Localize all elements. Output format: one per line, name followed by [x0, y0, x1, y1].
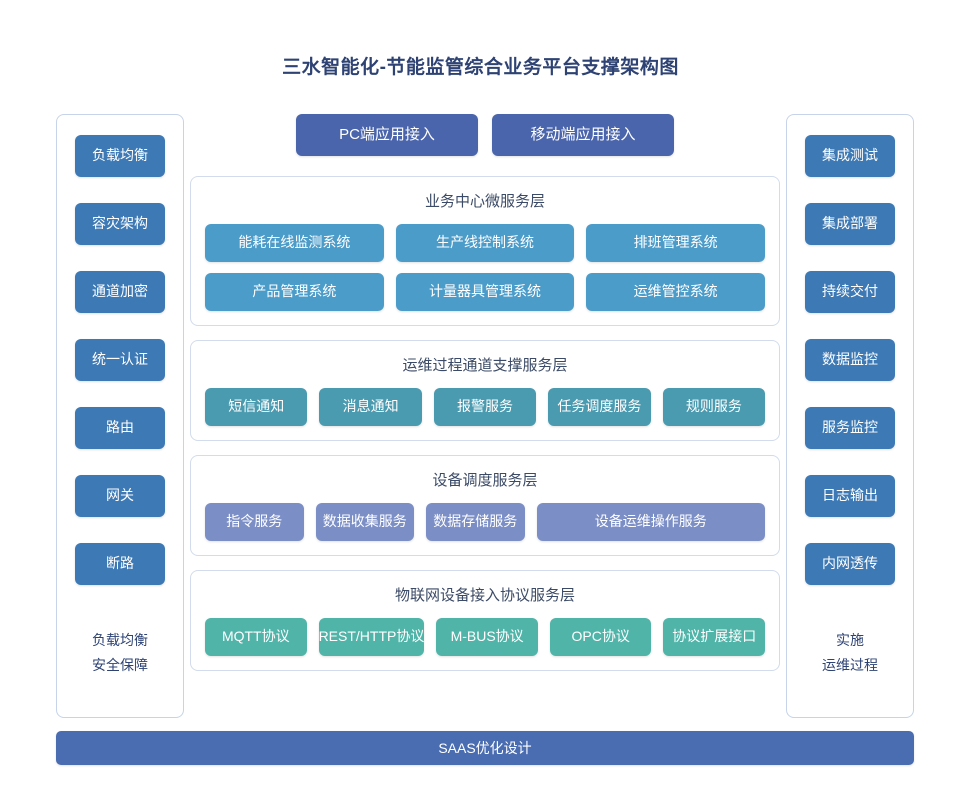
layer-business-microservice: 业务中心微服务层 能耗在线监测系统 生产线控制系统 排班管理系统 产品管理系统 …: [190, 176, 780, 326]
service-data-collection[interactable]: 数据收集服务: [315, 503, 414, 541]
sidebar-right-item-3[interactable]: 数据监控: [805, 339, 895, 381]
sidebar-right-footer-line1: 实施: [836, 632, 864, 648]
sidebar-right-item-6[interactable]: 内网透传: [805, 543, 895, 585]
service-production-line-control[interactable]: 生产线控制系统: [395, 224, 575, 262]
service-ops-control[interactable]: 运维管控系统: [586, 273, 766, 311]
protocol-mqtt[interactable]: MQTT协议: [205, 618, 307, 656]
layer-ops-channel-support: 运维过程通道支撑服务层 短信通知 消息通知 报警服务 任务调度服务 规则服务: [190, 340, 780, 441]
service-task-scheduling[interactable]: 任务调度服务: [548, 388, 651, 426]
application-access-row: PC端应用接入 移动端应用接入: [190, 114, 780, 156]
sidebar-left-item-3[interactable]: 统一认证: [75, 339, 165, 381]
sidebar-left-footer-line2: 安全保障: [92, 656, 148, 673]
access-pc-button[interactable]: PC端应用接入: [296, 114, 478, 156]
layer-device-row-0: 指令服务 数据收集服务 数据存储服务 设备运维操作服务: [205, 503, 766, 541]
protocol-rest-http[interactable]: REST/HTTP协议: [318, 618, 425, 656]
layer-title-ops: 运维过程通道支撑服务层: [402, 357, 568, 374]
sidebar-left-item-4[interactable]: 路由: [75, 407, 165, 449]
protocol-opc[interactable]: OPC协议: [549, 618, 652, 656]
layer-business-row-0: 能耗在线监测系统 生产线控制系统 排班管理系统: [205, 224, 766, 262]
protocol-extension-interface[interactable]: 协议扩展接口: [663, 618, 766, 656]
center-stack: PC端应用接入 移动端应用接入 业务中心微服务层 能耗在线监测系统 生产线控制系…: [190, 114, 780, 685]
sidebar-right-item-2[interactable]: 持续交付: [805, 271, 895, 313]
layer-ops-row-0: 短信通知 消息通知 报警服务 任务调度服务 规则服务: [205, 388, 766, 426]
layer-business-row-1: 产品管理系统 计量器具管理系统 运维管控系统: [205, 273, 766, 311]
sidebar-left-footer-line1: 负载均衡: [92, 632, 148, 648]
service-alarm[interactable]: 报警服务: [433, 388, 537, 426]
sidebar-right: 集成测试 集成部署 持续交付 数据监控 服务监控 日志输出 内网透传 实施 运维…: [786, 114, 914, 718]
sidebar-right-item-5[interactable]: 日志输出: [805, 475, 895, 517]
sidebar-right-item-4[interactable]: 服务监控: [805, 407, 895, 449]
sidebar-left-item-1[interactable]: 容灾架构: [75, 203, 165, 245]
page-title: 三水智能化-节能监管综合业务平台支撑架构图: [282, 57, 679, 78]
access-mobile-button[interactable]: 移动端应用接入: [492, 114, 674, 156]
service-command[interactable]: 指令服务: [205, 503, 304, 541]
layer-device-scheduling: 设备调度服务层 指令服务 数据收集服务 数据存储服务 设备运维操作服务: [190, 455, 780, 556]
layer-iot-protocol: 物联网设备接入协议服务层 MQTT协议 REST/HTTP协议 M-BUS协议 …: [190, 570, 780, 671]
protocol-mbus[interactable]: M-BUS协议: [436, 618, 538, 656]
service-rules[interactable]: 规则服务: [662, 388, 766, 426]
sidebar-right-footer-line2: 运维过程: [822, 656, 878, 673]
service-product-management[interactable]: 产品管理系统: [205, 273, 384, 311]
service-metering-device-management[interactable]: 计量器具管理系统: [395, 273, 575, 311]
service-energy-monitoring[interactable]: 能耗在线监测系统: [205, 224, 384, 262]
layer-iot-row-0: MQTT协议 REST/HTTP协议 M-BUS协议 OPC协议 协议扩展接口: [205, 618, 766, 656]
service-device-ops-operation[interactable]: 设备运维操作服务: [536, 503, 766, 541]
layer-title-iot: 物联网设备接入协议服务层: [394, 587, 575, 604]
sidebar-left-item-5[interactable]: 网关: [75, 475, 165, 517]
sidebar-left: 负载均衡 容灾架构 通道加密 统一认证 路由 网关 断路 负载均衡 安全保障: [56, 114, 184, 718]
sidebar-left-footer: 负载均衡 安全保障: [92, 628, 148, 677]
sidebar-right-item-1[interactable]: 集成部署: [805, 203, 895, 245]
layer-title-device: 设备调度服务层: [432, 472, 538, 489]
sidebar-right-footer: 实施 运维过程: [822, 628, 878, 677]
sidebar-left-item-6[interactable]: 断路: [75, 543, 165, 585]
sidebar-right-item-0[interactable]: 集成测试: [805, 135, 895, 177]
service-data-storage[interactable]: 数据存储服务: [426, 503, 525, 541]
service-sms-notification[interactable]: 短信通知: [205, 388, 308, 426]
service-shift-management[interactable]: 排班管理系统: [586, 224, 766, 262]
service-message-notification[interactable]: 消息通知: [319, 388, 422, 426]
layer-title-business: 业务中心微服务层: [424, 193, 545, 210]
saas-optimization-bar: SAAS优化设计: [56, 731, 914, 765]
sidebar-left-item-2[interactable]: 通道加密: [75, 271, 165, 313]
sidebar-left-item-0[interactable]: 负载均衡: [75, 135, 165, 177]
